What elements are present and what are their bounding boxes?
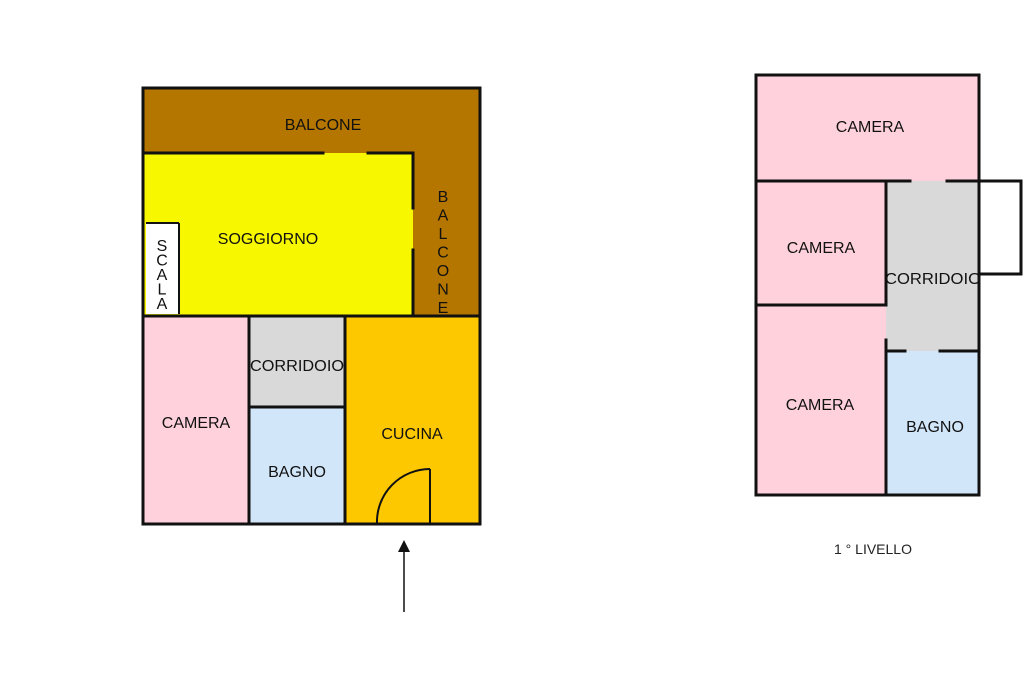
label-camera-bottom: CAMERA — [786, 397, 855, 414]
label-corridoio-first: CORRIDOIO — [885, 271, 981, 288]
vertical-letter: E — [438, 300, 449, 317]
label-camera: CAMERA — [162, 415, 231, 432]
ground-floor-walls — [141, 86, 482, 526]
first-floor-walls — [754, 73, 1023, 497]
ground-floor: BALCONE SOGGIORNO CAMERA CORRIDOIO BAGNO… — [141, 86, 482, 612]
vertical-letter: B — [438, 189, 449, 206]
room-camera-top[interactable] — [756, 75, 979, 181]
entrance-arrow-icon — [398, 540, 410, 612]
vertical-letter: A — [438, 208, 449, 225]
label-bagno: BAGNO — [268, 464, 326, 481]
vertical-letter: O — [437, 263, 449, 280]
room-corridoio[interactable] — [249, 316, 345, 407]
label-cucina: CUCINA — [381, 426, 443, 443]
label-balcone-top: BALCONE — [285, 117, 361, 134]
room-balcone-side[interactable] — [413, 153, 480, 316]
room-corridoio-first[interactable] — [886, 181, 979, 351]
vertical-letter: L — [439, 226, 448, 243]
room-balcone-top[interactable] — [143, 88, 480, 153]
label-camera-mid: CAMERA — [787, 240, 856, 257]
vertical-letter: S — [157, 238, 168, 255]
label-camera-top: CAMERA — [836, 119, 905, 136]
room-camera-bottom[interactable] — [756, 305, 886, 495]
room-camera-mid[interactable] — [756, 181, 886, 305]
room-scala[interactable] — [146, 223, 179, 314]
room-bagno[interactable] — [249, 407, 345, 524]
first-floor: CAMERA CAMERA CAMERA CORRIDOIO BAGNO 1 °… — [754, 73, 1023, 557]
label-level: 1 ° LIVELLO — [834, 541, 912, 557]
room-cucina[interactable] — [345, 316, 480, 524]
vertical-letter: L — [158, 282, 167, 299]
room-soggiorno[interactable] — [143, 153, 413, 316]
vertical-letter: A — [157, 267, 168, 284]
label-balcone-side: BALCONE — [437, 189, 449, 317]
vertical-letter: A — [157, 296, 168, 313]
vertical-letter: C — [437, 245, 449, 262]
label-bagno-first: BAGNO — [906, 419, 964, 436]
label-soggiorno: SOGGIORNO — [218, 231, 318, 248]
vertical-letter: C — [156, 253, 168, 270]
room-camera[interactable] — [143, 316, 249, 524]
room-bagno-first[interactable] — [886, 351, 979, 495]
vertical-letter: N — [437, 282, 449, 299]
label-corridoio: CORRIDOIO — [250, 358, 344, 375]
